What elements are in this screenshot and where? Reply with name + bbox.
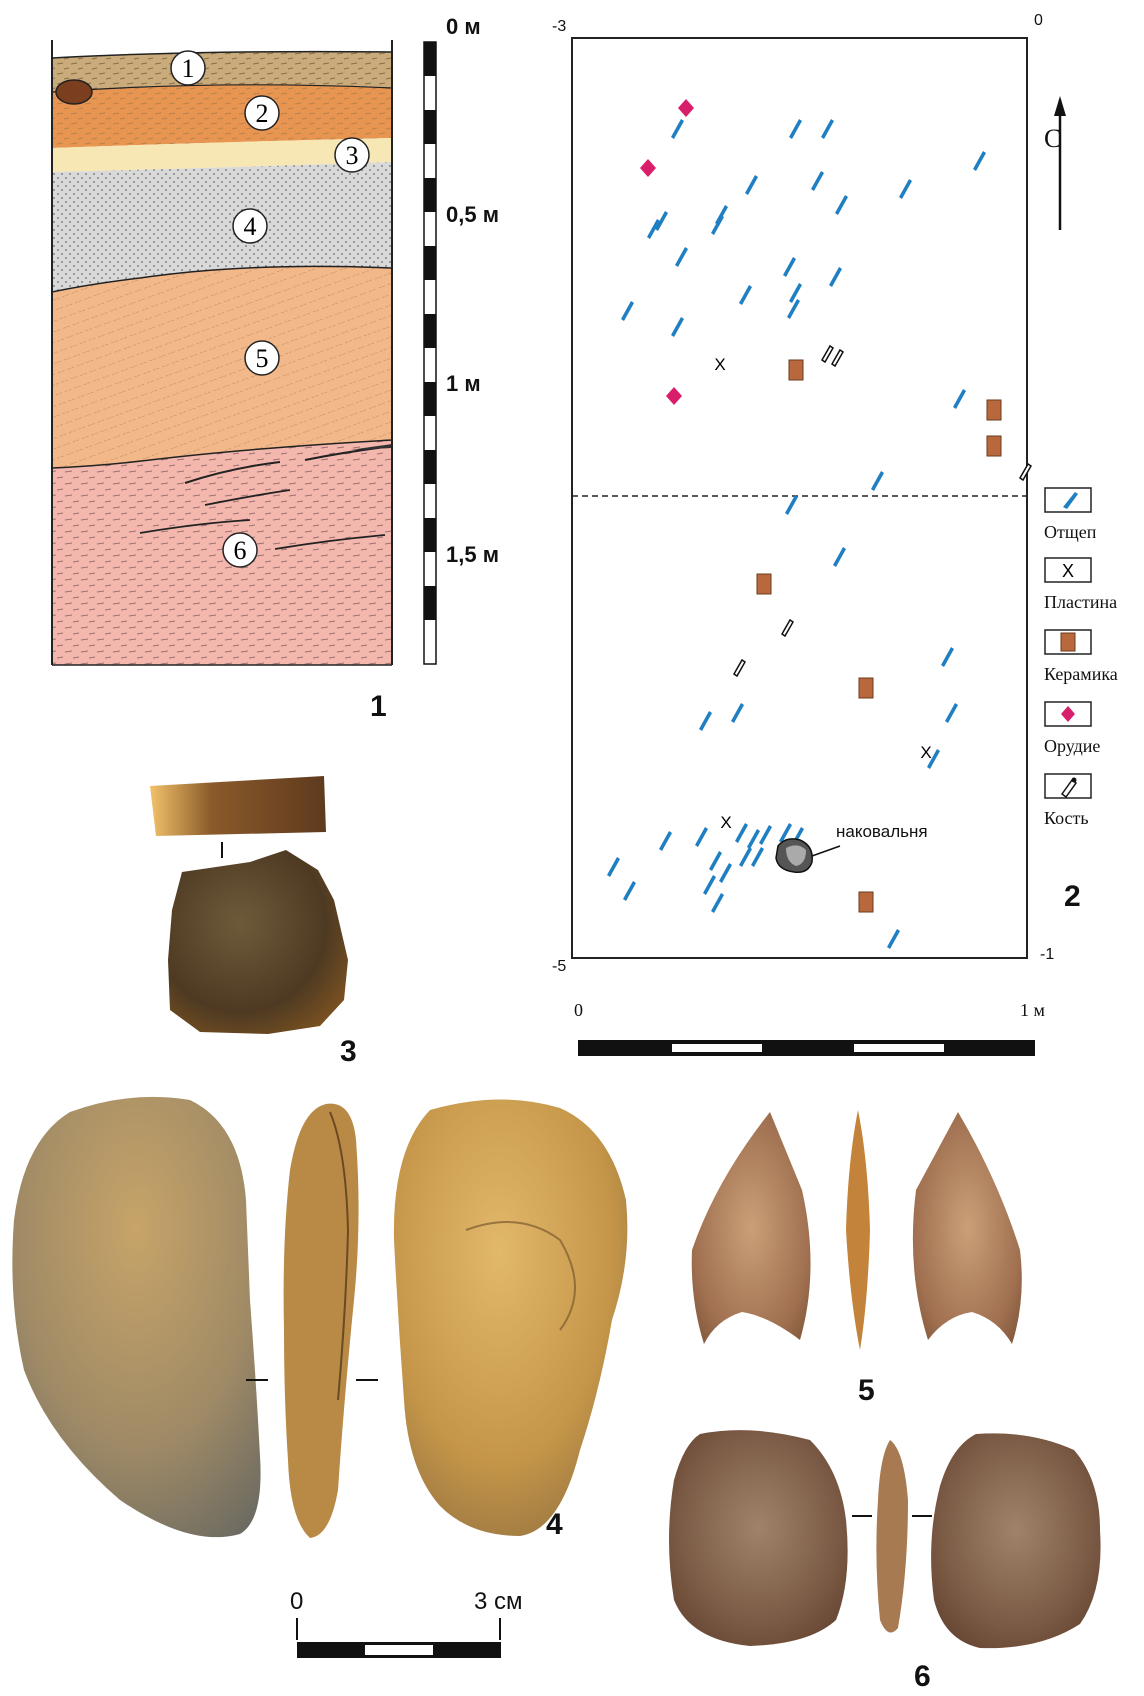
scraper-face-right: [931, 1433, 1100, 1648]
scraper-profile: [876, 1440, 908, 1633]
scraper-face-left: [669, 1430, 848, 1646]
panel-label-6: 6: [914, 1660, 931, 1694]
